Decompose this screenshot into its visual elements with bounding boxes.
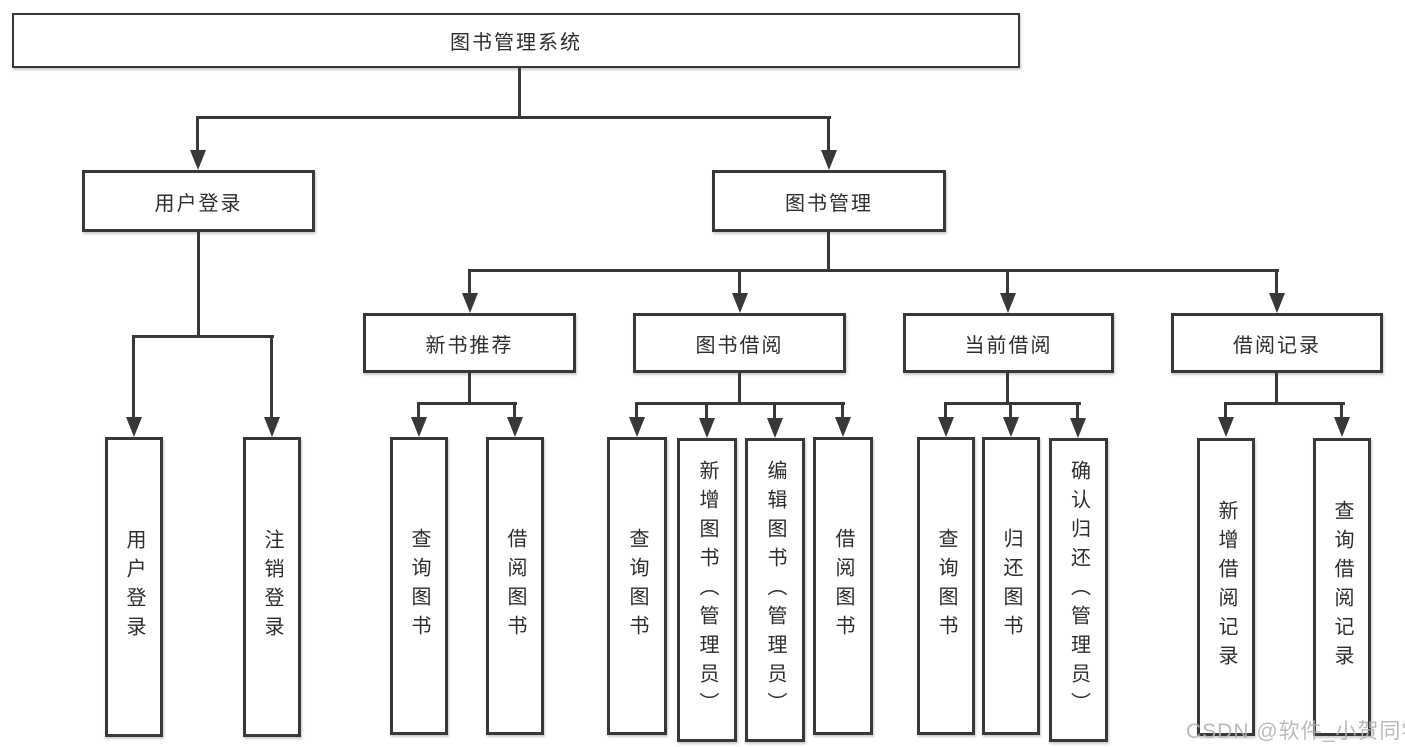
node-borrow-records-label: 借阅记录 <box>1233 334 1321 357</box>
leaf-logout-label: 注销登录 <box>261 529 283 645</box>
connector-borrow-rail <box>635 402 845 405</box>
arrowhead-down <box>462 293 478 313</box>
connector-borrow-drop-2 <box>705 402 708 418</box>
node-root-label: 图书管理系统 <box>450 32 582 54</box>
node-new-book-recommend: 新书推荐 <box>363 313 576 373</box>
node-new-book-recommend-label: 新书推荐 <box>425 334 514 357</box>
connector-borrow-stem <box>738 373 741 405</box>
watermark: CSDN @软件_小贺同学 <box>1186 720 1405 743</box>
leaf-user-login-label: 用户登录 <box>123 529 145 645</box>
leaf-confirm-return-admin: 确认归还（管理员） <box>1049 438 1108 742</box>
arrowhead-down <box>938 417 954 437</box>
connector-userlogin-rail <box>132 335 274 338</box>
connector-bookmgmt-drop-4 <box>1275 269 1278 295</box>
node-current-borrow: 当前借阅 <box>903 313 1114 373</box>
connector-borrow-drop-1 <box>635 402 638 418</box>
connector-userlogin-stem <box>197 232 200 338</box>
leaf-return-books-label: 归还图书 <box>1000 528 1022 644</box>
connector-borrow-drop-3 <box>773 402 776 418</box>
node-borrow-records: 借阅记录 <box>1171 313 1383 373</box>
leaf-query-books-recommend-label: 查询图书 <box>408 528 430 644</box>
leaf-user-login: 用户登录 <box>105 437 163 737</box>
connector-records-rail <box>1224 402 1345 405</box>
arrowhead-down <box>126 417 142 437</box>
arrowhead-down <box>1070 418 1086 438</box>
arrowhead-down <box>264 417 280 437</box>
connector-root-stem <box>518 68 521 118</box>
arrowhead-down <box>767 418 783 438</box>
leaf-add-books-admin-label: 新增图书（管理员） <box>696 459 718 721</box>
leaf-query-books-current: 查询图书 <box>917 437 975 735</box>
connector-newbook-stem <box>468 373 471 405</box>
connector-root-drop-left <box>196 116 199 152</box>
arrowhead-down <box>629 417 645 437</box>
node-root: 图书管理系统 <box>12 13 1020 68</box>
connector-newbook-drop-2 <box>513 402 516 418</box>
connector-current-drop-3 <box>1076 402 1079 418</box>
leaf-borrow-books-borrow-label: 借阅图书 <box>832 528 854 644</box>
node-user-login: 用户登录 <box>82 170 315 232</box>
arrowhead-down <box>1218 417 1234 437</box>
connector-bookmgmt-drop-2 <box>738 269 741 295</box>
node-book-borrow: 图书借阅 <box>633 313 846 373</box>
connector-records-drop-2 <box>1340 402 1343 418</box>
leaf-borrow-books-borrow: 借阅图书 <box>813 437 873 735</box>
arrowhead-down <box>699 418 715 438</box>
connector-bookmgmt-drop-3 <box>1006 269 1009 295</box>
connector-root-drop-right <box>827 116 830 152</box>
leaf-edit-books-admin: 编辑图书（管理员） <box>745 438 805 742</box>
leaf-query-borrow-record-label: 查询借阅记录 <box>1331 500 1353 674</box>
connector-current-stem <box>1006 373 1009 405</box>
leaf-edit-books-admin-label: 编辑图书（管理员） <box>764 459 786 721</box>
leaf-return-books: 归还图书 <box>982 437 1040 735</box>
arrowhead-down <box>1003 417 1019 437</box>
connector-userlogin-drop-2 <box>270 335 273 419</box>
leaf-query-books-recommend: 查询图书 <box>390 437 448 735</box>
leaf-add-books-admin: 新增图书（管理员） <box>677 438 737 742</box>
leaf-logout: 注销登录 <box>243 437 301 737</box>
connector-newbook-rail <box>417 402 517 405</box>
connector-bookmgmt-drop-1 <box>468 269 471 295</box>
node-book-management: 图书管理 <box>712 170 946 232</box>
connector-bookmgmt-rail <box>468 269 1279 272</box>
connector-bookmgmt-stem <box>827 232 830 272</box>
arrowhead-down <box>732 293 748 313</box>
node-book-borrow-label: 图书借阅 <box>695 334 784 357</box>
connector-borrow-drop-4 <box>841 402 844 418</box>
connector-current-drop-1 <box>944 402 947 418</box>
connector-current-drop-2 <box>1009 402 1012 418</box>
connector-records-stem <box>1275 373 1278 405</box>
connector-newbook-drop-1 <box>417 402 420 418</box>
connector-records-drop-1 <box>1224 402 1227 418</box>
leaf-confirm-return-admin-label: 确认归还（管理员） <box>1067 459 1090 721</box>
leaf-query-borrow-record: 查询借阅记录 <box>1313 438 1371 736</box>
arrowhead-down <box>835 417 851 437</box>
leaf-query-books-current-label: 查询图书 <box>935 528 957 644</box>
leaf-add-borrow-record: 新增借阅记录 <box>1197 438 1255 736</box>
arrowhead-down <box>411 417 427 437</box>
arrowhead-down <box>1000 293 1016 313</box>
arrowhead-down <box>1334 417 1350 437</box>
arrowhead-down <box>190 150 206 170</box>
node-current-borrow-label: 当前借阅 <box>964 334 1053 357</box>
node-user-login-label: 用户登录 <box>154 192 243 215</box>
leaf-borrow-books-recommend: 借阅图书 <box>486 437 544 735</box>
arrowhead-down <box>821 150 837 170</box>
leaf-query-books-borrow: 查询图书 <box>607 437 667 735</box>
leaf-query-books-borrow-label: 查询图书 <box>626 528 648 644</box>
connector-current-rail <box>944 402 1081 405</box>
leaf-add-borrow-record-label: 新增借阅记录 <box>1215 500 1237 674</box>
connector-root-rail <box>197 116 831 119</box>
arrowhead-down <box>1269 293 1285 313</box>
leaf-borrow-books-recommend-label: 借阅图书 <box>504 528 526 644</box>
connector-userlogin-drop-1 <box>132 335 135 419</box>
arrowhead-down <box>507 417 523 437</box>
node-book-management-label: 图书管理 <box>785 192 873 215</box>
